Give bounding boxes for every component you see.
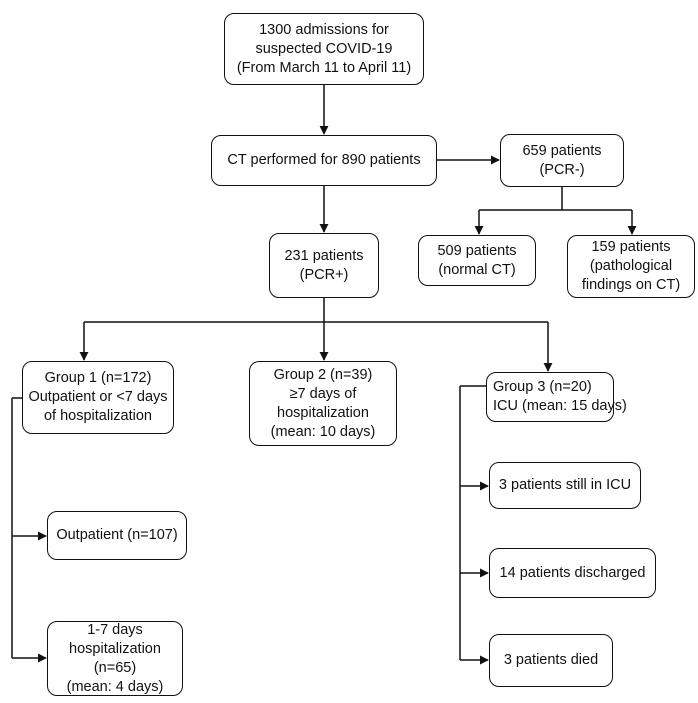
node-text-line: 231 patients	[284, 247, 364, 264]
node-text-line: (pathological	[589, 258, 673, 274]
node-still-in-icu: 3 patients still in ICU	[489, 462, 641, 509]
node-group3: Group 3 (n=20) ICU (mean: 15 days)	[486, 372, 627, 422]
node-text-line: Group 3 (n=20)	[493, 379, 592, 395]
node-text-line: Outpatient or <7 days	[28, 389, 168, 405]
node-died: 3 patients died	[489, 634, 613, 687]
node-text-line: 1300 admissions for	[259, 21, 389, 38]
node-text-line: (normal CT)	[438, 261, 516, 278]
node-text-line: (n=65)	[93, 659, 137, 676]
node-text-line: CT performed for 890 patients	[227, 152, 421, 168]
node-pcr-negative: 659 patients (PCR-)	[500, 134, 624, 187]
node-pathological-ct: 159 patients (pathological findings on CT)	[567, 235, 695, 298]
node-text-line: (From March 11 to April 11)	[236, 59, 412, 76]
node-text-line: ICU (mean: 15 days)	[493, 398, 627, 414]
node-text-line: 14 patients discharged	[499, 564, 646, 581]
node-text-line: findings on CT)	[581, 277, 681, 293]
node-text-line: hospitalization	[69, 640, 161, 657]
node-text-line: Group 2 (n=39)	[273, 366, 373, 383]
node-text-line: Outpatient (n=107)	[56, 527, 178, 543]
node-outpatient: Outpatient (n=107)	[47, 511, 187, 560]
node-text-line: (PCR-)	[539, 161, 585, 178]
node-text-line: 1-7 days	[87, 621, 143, 638]
node-group1: Group 1 (n=172) Outpatient or <7 days of h…	[22, 361, 174, 434]
node-text-line: of hospitalization	[43, 408, 152, 424]
node-text-line: 509 patients	[437, 242, 517, 259]
node-text-line: (mean: 4 days)	[66, 678, 164, 695]
node-text-line: ≥7 days of	[289, 385, 357, 402]
node-text-line: hospitalization	[277, 404, 369, 421]
node-text-line: 659 patients	[522, 142, 602, 159]
node-text-line: (PCR+)	[299, 266, 349, 283]
node-text-line: 3 patients still in ICU	[498, 477, 632, 493]
node-admissions: 1300 admissions for suspected COVID-19 (Fr…	[224, 13, 424, 85]
node-group2: Group 2 (n=39) ≥7 days of hospitalization (…	[249, 361, 397, 446]
node-hospitalization-1-7: 1-7 days hospitalization (n=65) (mean: 4 da…	[47, 621, 183, 696]
node-text-line: 3 patients died	[503, 652, 599, 668]
node-normal-ct: 509 patients (normal CT)	[418, 235, 536, 286]
node-text-line: Group 1 (n=172)	[44, 370, 152, 386]
node-text-line: (mean: 10 days)	[270, 423, 376, 440]
node-pcr-positive: 231 patients (PCR+)	[269, 233, 379, 298]
node-text-line: suspected COVID-19	[255, 40, 393, 57]
node-ct-performed: CT performed for 890 patients	[211, 135, 437, 186]
node-text-line: 159 patients	[591, 239, 671, 255]
node-discharged: 14 patients discharged	[489, 548, 656, 598]
